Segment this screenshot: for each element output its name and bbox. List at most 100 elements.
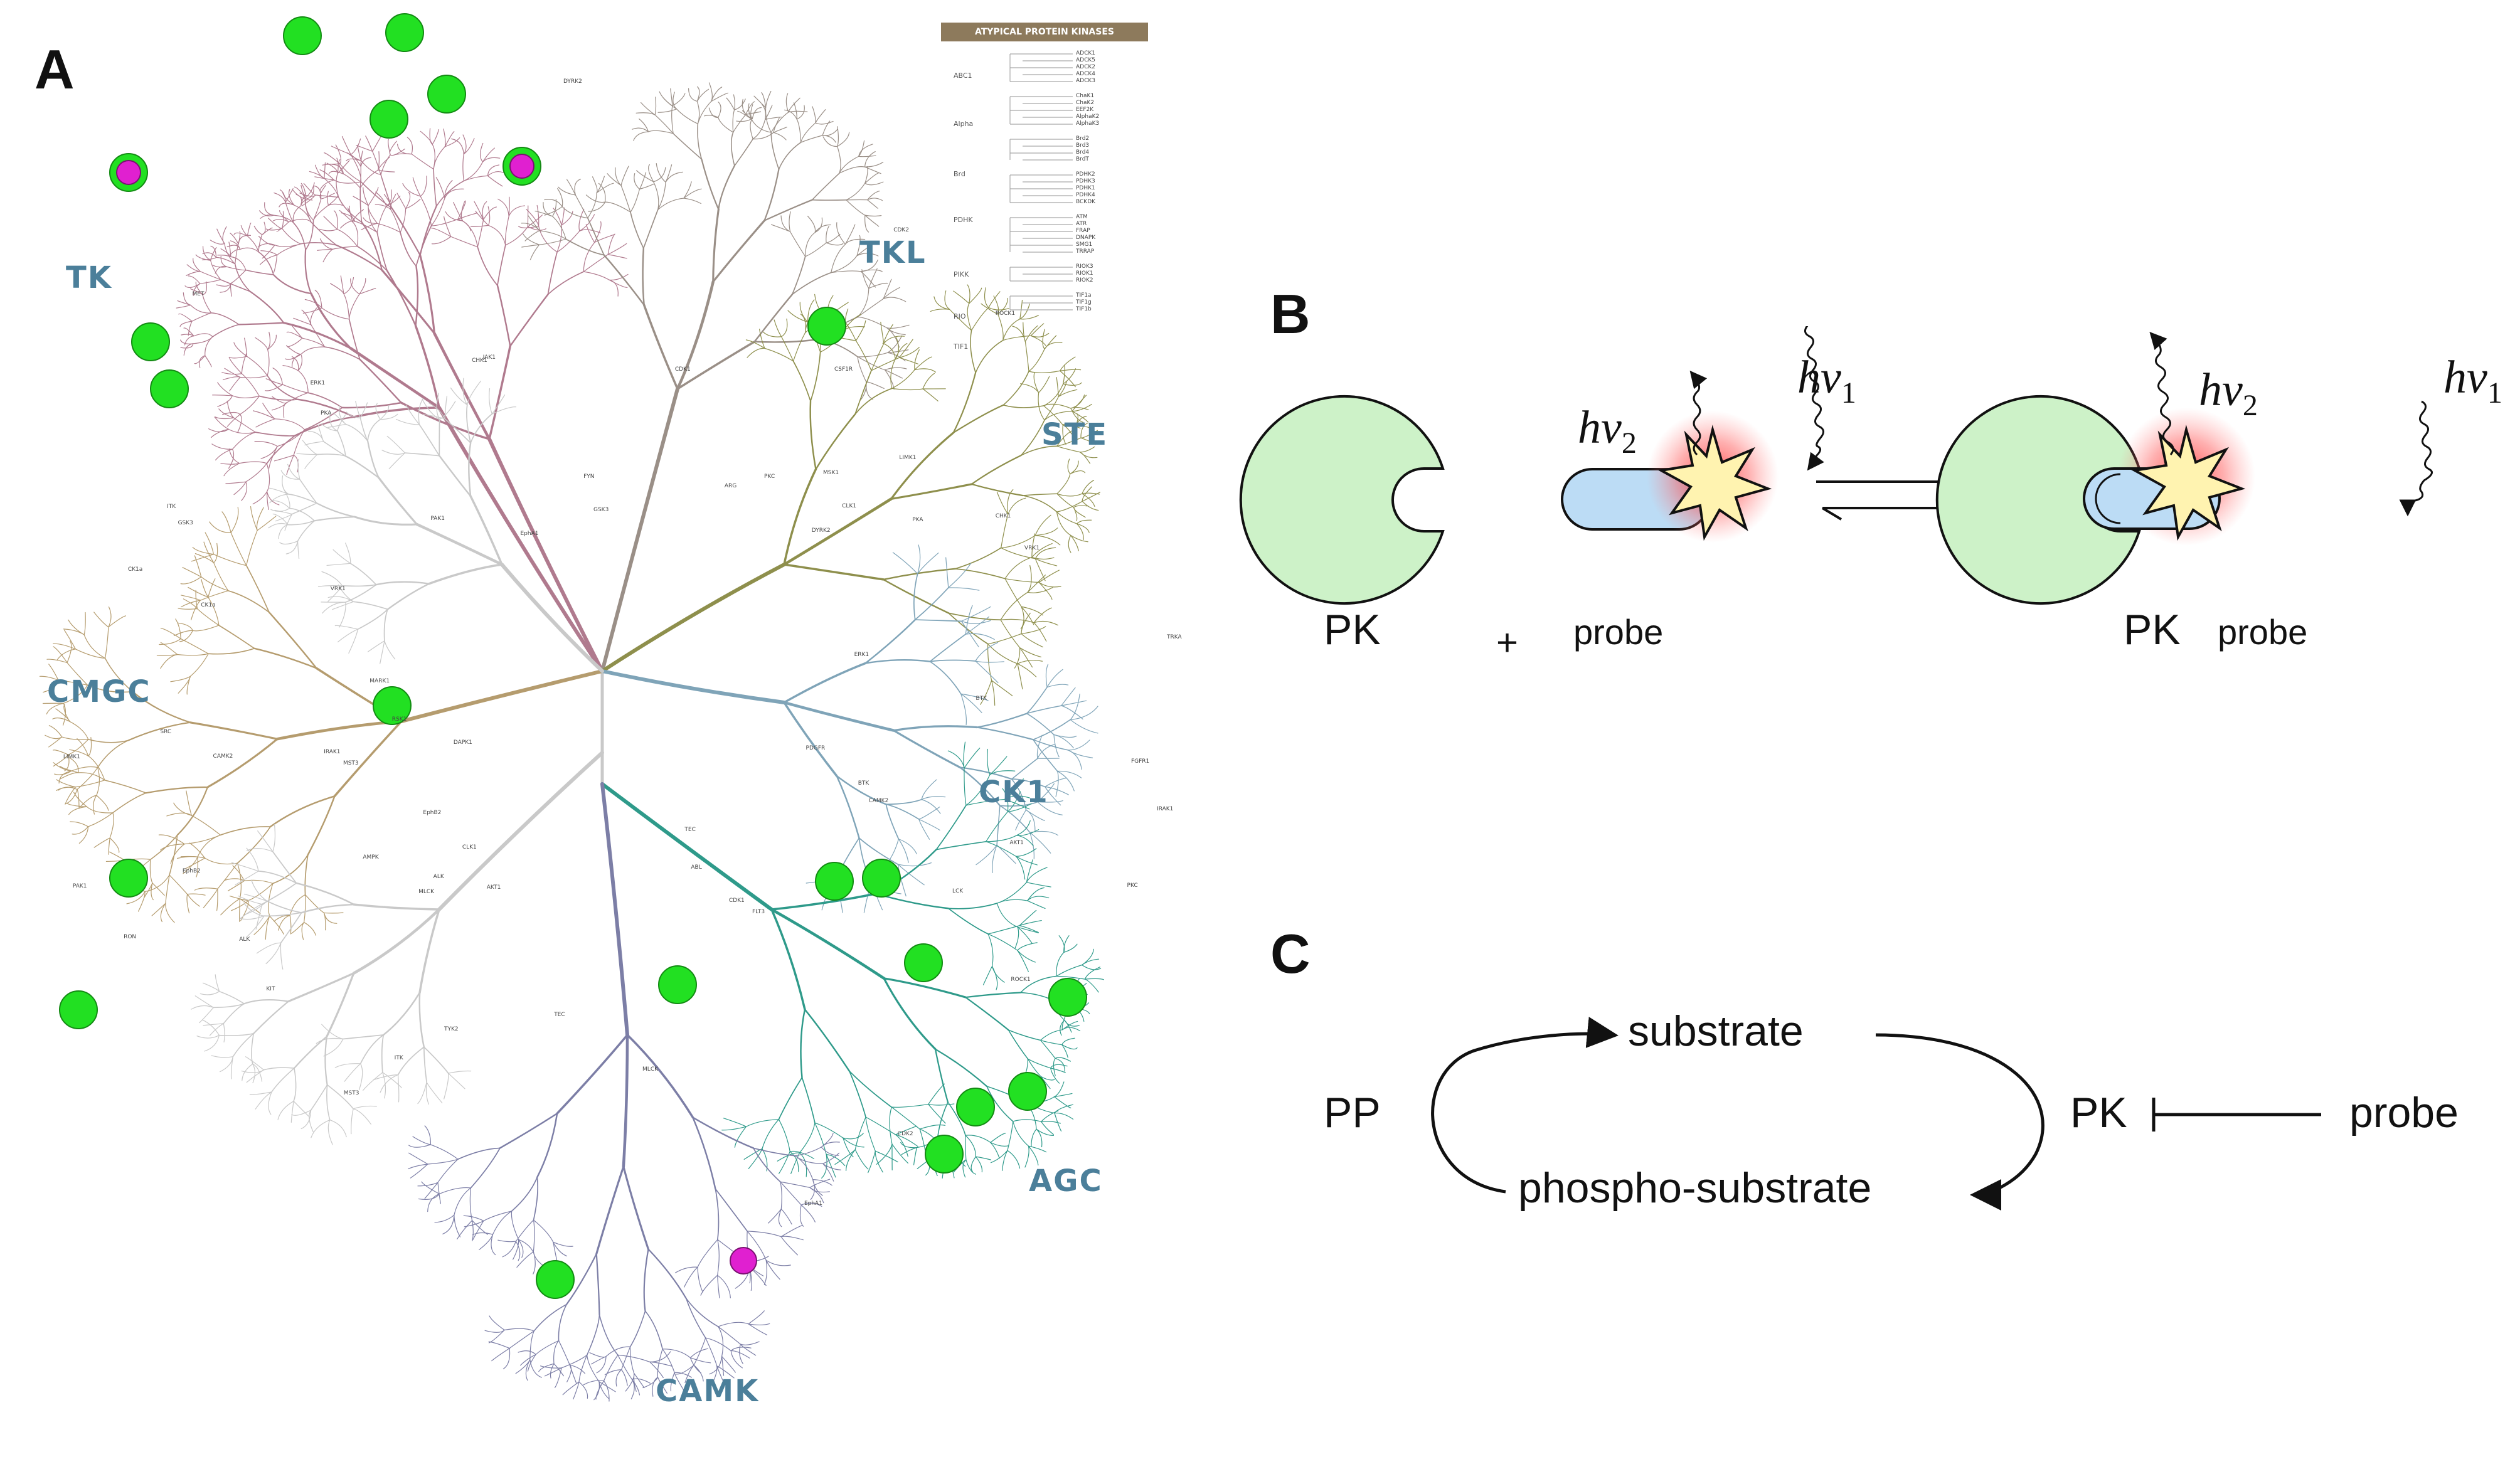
kinase-name-label: EphB2 (423, 810, 442, 817)
tree-branch (1016, 835, 1034, 847)
tree-branch (345, 423, 368, 442)
tree-branch (348, 319, 361, 360)
tree-branch (266, 491, 280, 506)
tree-branch (339, 405, 346, 425)
tree-branch (367, 640, 385, 652)
tree-branch (987, 748, 991, 775)
tree-branch (381, 268, 435, 334)
tree-branch (286, 392, 309, 403)
tree-branch (75, 780, 105, 788)
tree-branch (488, 1329, 505, 1344)
tree-branch (319, 185, 326, 199)
tree-branch (1020, 445, 1058, 456)
tree-branch (56, 779, 77, 788)
tree-branch (469, 495, 503, 566)
tree-branch (191, 815, 221, 835)
tree-branch (1070, 408, 1084, 423)
tree-branch (269, 795, 336, 828)
tree-branch (1000, 591, 1028, 620)
tree-branch (857, 352, 888, 358)
tree-branch (1038, 376, 1050, 393)
tree-branch (181, 600, 201, 608)
tree-branch (892, 725, 978, 732)
kinase-name-label: BTK (858, 780, 869, 787)
tree-branch (867, 190, 880, 201)
tree-branch (483, 1211, 513, 1222)
tree-branch (868, 268, 878, 289)
kinase-name-label: EphA1 (804, 1200, 822, 1207)
tree-branch (533, 1219, 554, 1243)
tree-branch (805, 231, 816, 257)
tree-branch (218, 990, 245, 1005)
kinase-name-label: CAMK2 (213, 753, 233, 760)
tree-branch (253, 647, 317, 669)
tree-branch (78, 826, 89, 844)
tree-branch (242, 1063, 253, 1081)
tree-branch (237, 862, 242, 899)
tree-branch (596, 1356, 607, 1374)
tree-branch (252, 1063, 263, 1082)
tree-branch (292, 205, 302, 223)
tree-branch (890, 358, 896, 390)
tree-branch (970, 330, 976, 373)
tree-branch (882, 342, 896, 360)
tree-branch (497, 198, 509, 217)
tree-branch (752, 119, 766, 140)
tree-branch (257, 516, 277, 531)
tree-branch (826, 233, 841, 243)
tree-branch (193, 258, 201, 272)
tree-branch (781, 336, 794, 362)
tree-branch (275, 513, 293, 522)
tree-branch (327, 203, 343, 206)
tree-branch (1033, 739, 1058, 772)
tree-branch (1037, 801, 1063, 815)
kinase-name-label: KIT (266, 986, 275, 993)
kinase-name-label: MLCK (418, 888, 435, 895)
tree-branch (173, 630, 193, 637)
tree-branch (1017, 926, 1039, 933)
tree-branch (566, 1253, 597, 1305)
tree-branch (1008, 497, 1026, 515)
tree-branch (274, 914, 290, 922)
tree-branch (748, 1310, 765, 1325)
tree-branch (1045, 786, 1069, 795)
tree-branch (97, 739, 129, 768)
tree-branch (258, 870, 297, 884)
tree-branch (864, 172, 880, 184)
tree-branch (854, 370, 872, 415)
tree-branch (405, 198, 421, 209)
tree-branch (245, 463, 267, 482)
tree-branch (868, 282, 888, 289)
family-label-cmgc: CMGC (47, 674, 151, 709)
tree-branch (1074, 416, 1087, 430)
hit-marker-green (109, 859, 148, 898)
tree-branch (347, 207, 356, 222)
tree-branch (467, 380, 481, 406)
tree-branch (726, 97, 735, 110)
tree-branch (297, 355, 303, 371)
tree-branch (342, 1034, 385, 1040)
tree-branch (504, 216, 509, 246)
tree-branch (761, 92, 767, 109)
tree-branch (279, 189, 286, 203)
tree-branch (56, 649, 76, 661)
kinase-name-label: AKT1 (1009, 839, 1024, 846)
tree-branch (965, 798, 1005, 806)
family-label-ste: STE (1041, 417, 1109, 452)
tree-branch (405, 192, 411, 209)
tree-branch (711, 92, 728, 102)
tree-branch (1025, 809, 1036, 832)
tree-branch (226, 400, 235, 418)
tree-branch (194, 995, 214, 1008)
tree-branch (126, 891, 146, 904)
tree-branch (826, 1154, 836, 1178)
tree-branch (1053, 734, 1060, 758)
atypical-kinase-name: ADCK4 (1076, 71, 1095, 77)
tree-branch (1038, 570, 1060, 583)
tree-branch (421, 1181, 440, 1195)
tree-branch (780, 215, 791, 232)
tree-branch (789, 231, 806, 257)
tree-branch (201, 578, 209, 598)
tree-branch (780, 1181, 802, 1206)
kinase-name-label: EphB2 (182, 867, 201, 874)
